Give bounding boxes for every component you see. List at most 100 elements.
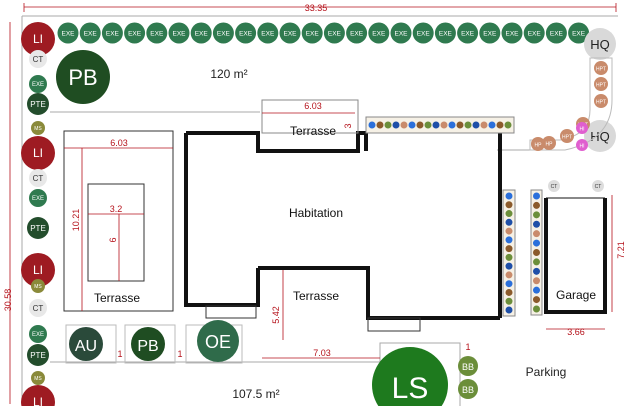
- exe-shrub-label: EXE: [461, 30, 475, 37]
- exe-shrub: [190, 22, 212, 44]
- exe-shrub-label: EXE: [61, 30, 75, 37]
- exe-shrub-label: EXE: [128, 30, 142, 37]
- exe-shrub: [57, 22, 79, 44]
- exe-plant-label: EXE: [32, 332, 44, 338]
- top-terrace: 6.03 3 Terrasse: [261, 99, 359, 138]
- exe-shrub-label: EXE: [394, 30, 408, 37]
- ct-plant-label: CT: [33, 304, 44, 313]
- svg-text:HPT: HPT: [562, 135, 572, 141]
- bed-flower: [472, 121, 480, 129]
- bed-flower: [456, 121, 464, 129]
- spacing-a: 1: [117, 349, 122, 359]
- mid-terrace: Terrasse 5.42 7.03: [262, 270, 380, 359]
- mid-terrace-label: Terrasse: [293, 289, 339, 303]
- pb-tree-label: PB: [68, 65, 97, 90]
- exe-plant: [29, 325, 47, 343]
- left-dimension: 30.58: [3, 22, 13, 404]
- li-plant: [21, 253, 55, 287]
- pte-plant-label: PTE: [30, 224, 46, 233]
- bed-flower: [496, 121, 504, 129]
- svg-text:HI: HI: [580, 127, 585, 133]
- exe-shrub-label: EXE: [528, 30, 542, 37]
- bed-flower: [533, 296, 540, 304]
- exe-shrub: [279, 22, 301, 44]
- exe-shrub: [368, 22, 390, 44]
- top-area-label: 120 m²: [210, 67, 247, 81]
- bed-flower: [440, 121, 448, 129]
- bed-flower: [448, 121, 456, 129]
- pb-tree-bottom: PB: [124, 324, 176, 364]
- svg-text:AU: AU: [75, 338, 97, 355]
- li-plant-label: LI: [33, 263, 43, 277]
- mid-terrace-height: 5.42: [271, 306, 281, 324]
- ms-plant: [31, 121, 45, 135]
- svg-text:HP: HP: [535, 143, 543, 149]
- svg-text:1: 1: [465, 342, 470, 352]
- pool-width: 3.2: [110, 204, 123, 214]
- pool-length: 6: [108, 237, 118, 242]
- exe-shrub: [434, 22, 456, 44]
- li-plant-label: LI: [33, 146, 43, 160]
- exe-shrub-label: EXE: [550, 30, 564, 37]
- exe-shrub: [568, 22, 590, 44]
- house-label: Habitation: [289, 206, 343, 220]
- hq-top-label: HQ: [590, 37, 610, 52]
- bed-flower: [505, 218, 513, 226]
- exe-shrub-label: EXE: [483, 30, 497, 37]
- flower-beds: [365, 116, 543, 317]
- exe-shrub-label: EXE: [217, 30, 231, 37]
- house-walls: [184, 128, 502, 320]
- top-width-label: 33.35: [305, 3, 328, 13]
- garage-width: 3.66: [567, 327, 585, 337]
- bed-flower: [533, 305, 540, 313]
- bed-flower: [416, 121, 424, 129]
- hq-bottom-label: HQ: [590, 129, 610, 144]
- exe-shrub: [323, 22, 345, 44]
- pte-plant: [27, 93, 49, 115]
- exe-shrub-label: EXE: [283, 30, 297, 37]
- left-terrace-height: 10.21: [71, 209, 81, 232]
- exe-shrub-label: EXE: [417, 30, 431, 37]
- exe-shrub: [235, 22, 257, 44]
- flower-bed: [365, 116, 515, 134]
- bed-flower: [505, 288, 513, 296]
- steps: [205, 305, 421, 332]
- li-plant-label: LI: [33, 395, 43, 406]
- svg-text:CT: CT: [595, 184, 602, 190]
- svg-text:OE: OE: [205, 332, 231, 352]
- hpt-plants: HPT HPT HPT HPT HPT HP HP: [531, 61, 608, 151]
- ms-plant: [31, 279, 45, 293]
- ms-plant-label: MS: [34, 284, 42, 290]
- li-plant: [21, 22, 55, 56]
- bed-flower: [464, 121, 472, 129]
- bed-flower: [533, 249, 540, 256]
- bed-flower: [533, 286, 540, 294]
- svg-text:LS: LS: [392, 372, 429, 405]
- exe-shrub: [523, 22, 545, 44]
- bed-flower: [505, 192, 513, 200]
- bed-flower: [392, 121, 400, 129]
- bed-flower: [432, 121, 440, 129]
- exe-shrub: [257, 22, 279, 44]
- bed-flower: [505, 297, 513, 305]
- pte-plant: [27, 217, 49, 239]
- bed-flower: [533, 277, 540, 285]
- exe-shrub-label: EXE: [261, 30, 275, 37]
- bed-flower: [505, 210, 513, 218]
- bed-flower: [488, 121, 496, 129]
- ct-plant: [29, 299, 47, 317]
- garage-height: 7.21: [616, 241, 626, 259]
- exe-shrub-label: EXE: [106, 30, 120, 37]
- exe-shrub-label: EXE: [328, 30, 342, 37]
- exe-shrub: [168, 22, 190, 44]
- bb-shrubs: BB BB 1: [458, 342, 478, 399]
- bed-flower: [533, 230, 540, 238]
- spacing-b: 1: [177, 349, 182, 359]
- bed-flower: [533, 239, 540, 247]
- garage-label: Garage: [556, 288, 596, 302]
- exe-shrub: [124, 22, 146, 44]
- ct-plant-label: CT: [33, 55, 44, 64]
